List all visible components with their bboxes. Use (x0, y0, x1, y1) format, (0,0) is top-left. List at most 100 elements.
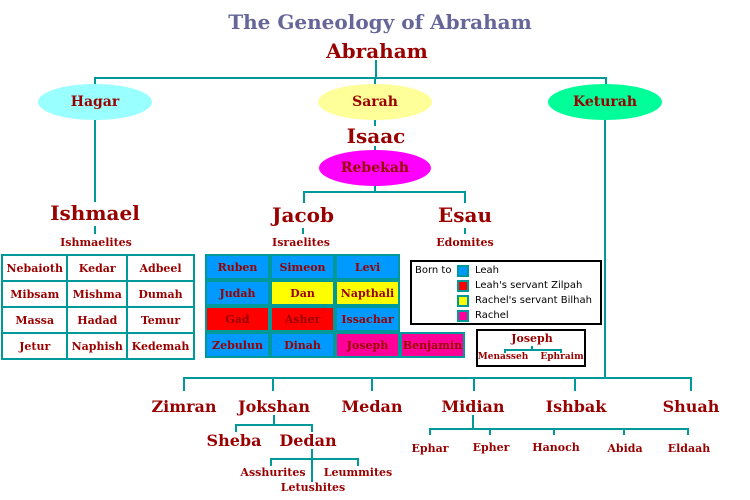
connector (464, 228, 466, 234)
jacob-son-cell: Joseph (335, 332, 400, 358)
wife-sarah: Sarah (318, 84, 432, 120)
legend-row: Rachel (415, 308, 600, 323)
connector (375, 60, 377, 78)
connector (94, 77, 607, 79)
jacob-son-cell: Benjamin (400, 332, 465, 358)
rebekah-label: Rebekah (340, 160, 410, 176)
jacob-son-cell: Zebulun (205, 332, 270, 358)
son-eldaah: Eldaah (667, 442, 711, 455)
connector (687, 428, 689, 435)
son-cell: Dumah (126, 280, 195, 308)
son-cell: Nebaioth (0, 254, 69, 282)
connector (429, 428, 688, 430)
connector (303, 191, 305, 203)
connector (429, 428, 431, 435)
connector (623, 428, 625, 435)
legend-row: Leah's servant Zilpah (415, 278, 600, 293)
jacob-son-cell: Napthali (335, 280, 400, 306)
son-ishbak: Ishbak (545, 397, 607, 416)
connector (472, 415, 474, 429)
rebekah-ellipse: Rebekah (319, 150, 431, 186)
connector (374, 120, 376, 126)
edomites-label: Edomites (436, 236, 494, 249)
son-cell: Mishma (66, 280, 129, 308)
wife-keturah: Keturah (548, 84, 662, 120)
connector (374, 77, 376, 89)
connector (504, 349, 562, 351)
son-midian: Midian (441, 397, 505, 416)
ishmael-label: Ishmael (50, 201, 140, 225)
connector (371, 377, 373, 391)
legend-text: Rachel's servant Bilhah (475, 295, 592, 306)
israelites-label: Israelites (272, 236, 330, 249)
connector (504, 349, 506, 353)
wife-hagar: Hagar (38, 84, 152, 120)
connector (270, 458, 272, 466)
son-cell: Hadad (66, 306, 129, 334)
son-cell: Massa (0, 306, 69, 334)
connector (553, 428, 555, 435)
connector (183, 377, 692, 379)
jacob-son-cell: Levi (335, 254, 400, 280)
son-zimran: Zimran (151, 397, 217, 416)
abraham-label: Abraham (326, 39, 428, 63)
connector (374, 146, 376, 152)
connector (464, 191, 466, 203)
ephraim-label: Ephraim (540, 352, 584, 362)
connector (374, 186, 376, 192)
page-title: The Geneology of Abraham (228, 10, 532, 34)
connector (183, 377, 185, 391)
son-abida: Abida (607, 442, 643, 455)
son-hanoch: Hanoch (532, 441, 580, 454)
son-cell: Kedemah (126, 332, 195, 360)
son-cell: Mibsam (0, 280, 69, 308)
connector (273, 415, 275, 425)
son-dedan: Dedan (279, 431, 337, 450)
legend-row: Rachel's servant Bilhah (415, 293, 600, 308)
son-sheba: Sheba (206, 431, 262, 450)
ishmaelites-label: Ishmaelites (60, 236, 132, 249)
joseph-label: Joseph (511, 332, 553, 345)
jacob-son-cell: Asher (270, 306, 335, 332)
jacob-label: Jacob (272, 203, 334, 227)
connector (272, 377, 274, 391)
son-cell: Kedar (66, 254, 129, 282)
jacob-son-cell: Simeon (270, 254, 335, 280)
connector (94, 226, 96, 234)
joseph-sons-box: Joseph Menasseh Ephraim (476, 329, 586, 367)
jacob-son-cell: Issachar (335, 306, 400, 332)
jacob-son-cell: Gad (205, 306, 270, 332)
son-epher: Epher (472, 441, 510, 454)
connector (94, 120, 96, 202)
connector (605, 77, 607, 89)
son-ephar: Ephar (411, 442, 449, 455)
son-cell: Temur (126, 306, 195, 334)
connector (489, 428, 491, 435)
connector (311, 449, 313, 482)
jacob-son-cell: Dinah (270, 332, 335, 358)
son-medan: Medan (341, 397, 403, 416)
connector (560, 349, 562, 353)
connector (303, 191, 466, 193)
asshurites-label: Asshurites (240, 466, 306, 479)
esau-label: Esau (437, 203, 493, 227)
letushites-label: Letushites (280, 481, 346, 494)
leummites-label: Leummites (323, 466, 393, 479)
connector (94, 77, 96, 89)
connector (690, 377, 692, 391)
connector (604, 120, 606, 378)
legend-text: Rachel (475, 310, 509, 321)
son-cell: Jetur (0, 332, 69, 360)
isaac-label: Isaac (346, 124, 406, 148)
legend-text: Leah's servant Zilpah (475, 280, 583, 291)
wife-name: Keturah (572, 94, 638, 110)
son-jokshan: Jokshan (238, 397, 310, 416)
connector (235, 424, 237, 432)
legend: Born to Leah Leah's servant Zilpah Rache… (410, 260, 602, 325)
son-cell: Naphish (66, 332, 129, 360)
son-shuah: Shuah (662, 397, 720, 416)
legend-row: Born to Leah (415, 263, 600, 278)
jacob-son-cell: Dan (270, 280, 335, 306)
connector (235, 424, 313, 426)
